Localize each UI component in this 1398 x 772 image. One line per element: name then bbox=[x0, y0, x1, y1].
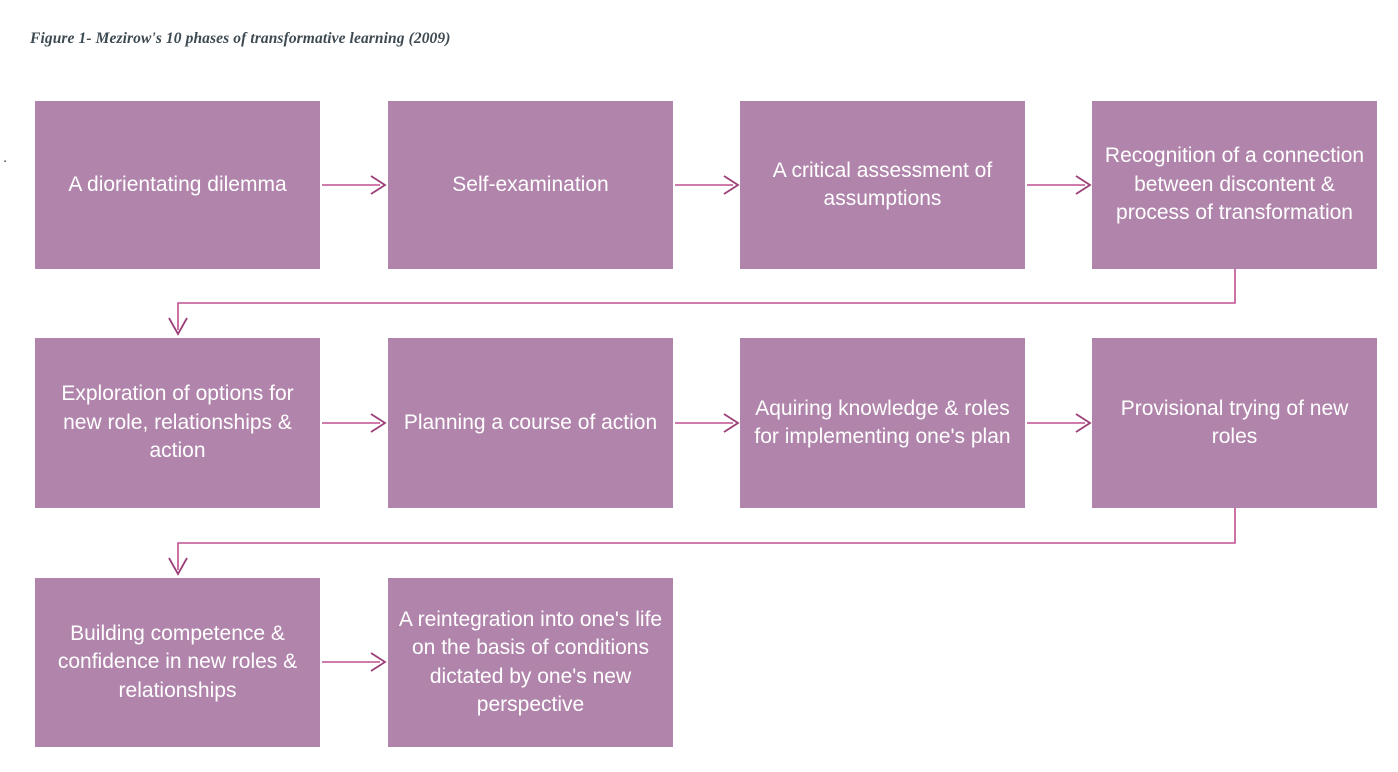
figure-caption: Figure 1- Mezirow's 10 phases of transfo… bbox=[30, 30, 451, 47]
phase-box-6[interactable]: Planning a course of action bbox=[388, 338, 673, 508]
phase-label-2: Self-examination bbox=[452, 172, 609, 196]
phase-label-6: Planning a course of action bbox=[403, 410, 658, 434]
phase-box-1[interactable]: A diorientating dilemma bbox=[35, 101, 320, 269]
phase-box-3[interactable]: A critical assessment of assumptions bbox=[740, 101, 1025, 269]
edge-2-to-3 bbox=[675, 175, 740, 195]
stray-dot-mark: . bbox=[3, 149, 8, 166]
phase-label-1: A diorientating dilemma bbox=[68, 172, 287, 196]
phase-label-10: A reintegration into one's life on the b… bbox=[398, 607, 663, 716]
phase-box-10[interactable]: A reintegration into one's life on the b… bbox=[388, 578, 673, 747]
edge-7-to-8 bbox=[1027, 413, 1092, 433]
phase-box-4[interactable]: Recognition of a connection between disc… bbox=[1092, 101, 1377, 269]
phase-box-8[interactable]: Provisional trying of new roles bbox=[1092, 338, 1377, 508]
phase-label-7: Aquiring knowledge & roles for implement… bbox=[754, 396, 1011, 448]
edge-5-to-6 bbox=[322, 413, 387, 433]
edge-4-to-5-wrap bbox=[168, 269, 1236, 336]
edge-1-to-2 bbox=[322, 175, 387, 195]
edge-9-to-10 bbox=[322, 652, 387, 672]
edge-3-to-4 bbox=[1027, 175, 1092, 195]
phase-label-8: Provisional trying of new roles bbox=[1120, 396, 1349, 448]
phase-box-2[interactable]: Self-examination bbox=[388, 101, 673, 269]
phase-box-9[interactable]: Building competence & confidence in new … bbox=[35, 578, 320, 747]
phase-box-5[interactable]: Exploration of options for new role, rel… bbox=[35, 338, 320, 508]
phase-label-4: Recognition of a connection between disc… bbox=[1104, 144, 1365, 225]
phase-label-3: A critical assessment of assumptions bbox=[772, 158, 993, 210]
edge-6-to-7 bbox=[675, 413, 740, 433]
phase-label-5: Exploration of options for new role, rel… bbox=[61, 382, 294, 463]
phase-box-7[interactable]: Aquiring knowledge & roles for implement… bbox=[740, 338, 1025, 508]
edge-8-to-9-wrap bbox=[168, 508, 1236, 576]
phase-label-9: Building competence & confidence in new … bbox=[57, 621, 298, 702]
